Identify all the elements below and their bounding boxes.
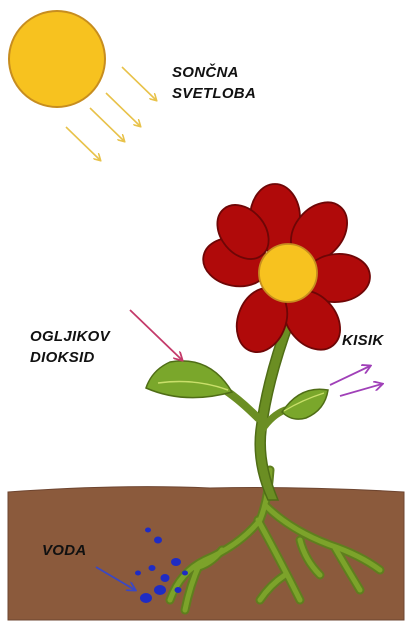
- water-label: VODA: [42, 540, 87, 561]
- oxygen-arrows: [330, 366, 382, 396]
- sunlight-label-line1: SONČNA: [172, 62, 256, 83]
- sunlight-arrow: [122, 67, 156, 100]
- sun-icon: [9, 11, 105, 107]
- oxygen-arrow: [340, 384, 382, 396]
- co2-arrow: [130, 310, 182, 360]
- water-label-text: VODA: [42, 540, 87, 561]
- sunlight-arrow: [90, 108, 124, 141]
- sunlight-arrow: [66, 127, 100, 160]
- leaf-icon: [146, 361, 232, 398]
- co2-label-line2: DIOKSID: [30, 347, 110, 368]
- oxygen-label-text: KISIK: [342, 330, 384, 351]
- co2-label: OGLJIKOV DIOKSID: [30, 326, 110, 368]
- sunlight-arrow: [106, 93, 140, 126]
- co2-label-line1: OGLJIKOV: [30, 326, 110, 347]
- oxygen-label: KISIK: [342, 330, 384, 351]
- sunlight-label: SONČNA SVETLOBA: [172, 62, 256, 104]
- oxygen-arrow: [330, 366, 370, 385]
- sunlight-label-line2: SVETLOBA: [172, 83, 256, 104]
- flower-center: [259, 244, 317, 302]
